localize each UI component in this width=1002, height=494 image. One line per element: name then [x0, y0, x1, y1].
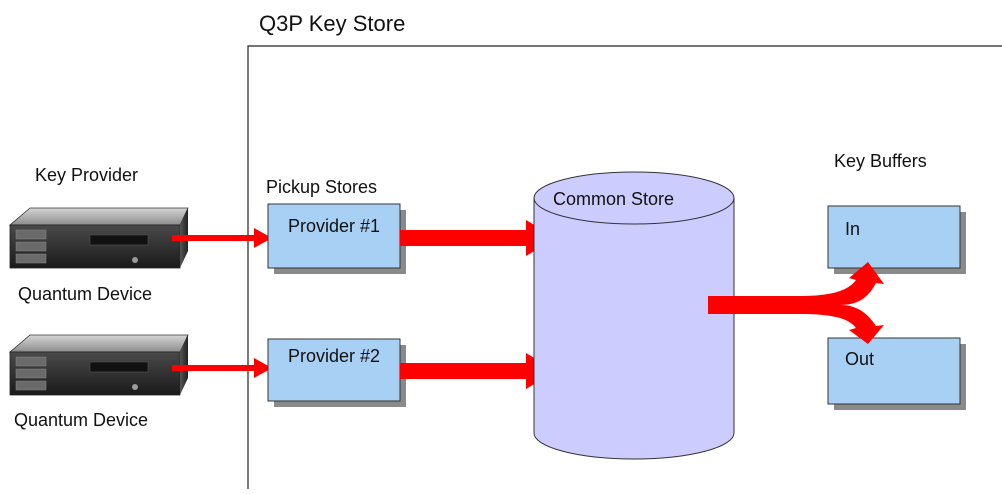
- device-to-provider-1-arrow: [172, 228, 272, 248]
- store-to-buffers-split-arrow: [708, 262, 884, 344]
- out-buffer-box: [827, 337, 961, 405]
- provider-1-label: Provider #1: [288, 216, 380, 236]
- quantum-device-1-icon: [8, 207, 189, 269]
- key-store-frame: [247, 45, 1002, 489]
- common-store-label: Common Store: [553, 189, 674, 209]
- pickup-stores-label: Pickup Stores: [266, 177, 377, 197]
- provider-1-to-store-arrow: [400, 220, 556, 256]
- quantum-device-2-label: Quantum Device: [14, 410, 148, 430]
- provider-2-to-store-arrow: [400, 353, 556, 389]
- key-provider-label: Key Provider: [35, 165, 138, 185]
- quantum-device-1-label: Quantum Device: [18, 284, 152, 304]
- device-to-provider-2-arrow: [172, 358, 272, 378]
- provider-1-box: [267, 203, 401, 269]
- in-buffer-box: [827, 205, 961, 269]
- provider-2-box: [267, 338, 401, 402]
- common-store-cylinder: [533, 171, 735, 460]
- key-buffers-label: Key Buffers: [834, 151, 927, 171]
- out-buffer-label: Out: [845, 349, 874, 369]
- in-buffer-label: In: [845, 219, 860, 239]
- quantum-device-2-icon: [8, 334, 189, 396]
- key-store-title: Q3P Key Store: [259, 11, 405, 36]
- provider-2-label: Provider #2: [288, 346, 380, 366]
